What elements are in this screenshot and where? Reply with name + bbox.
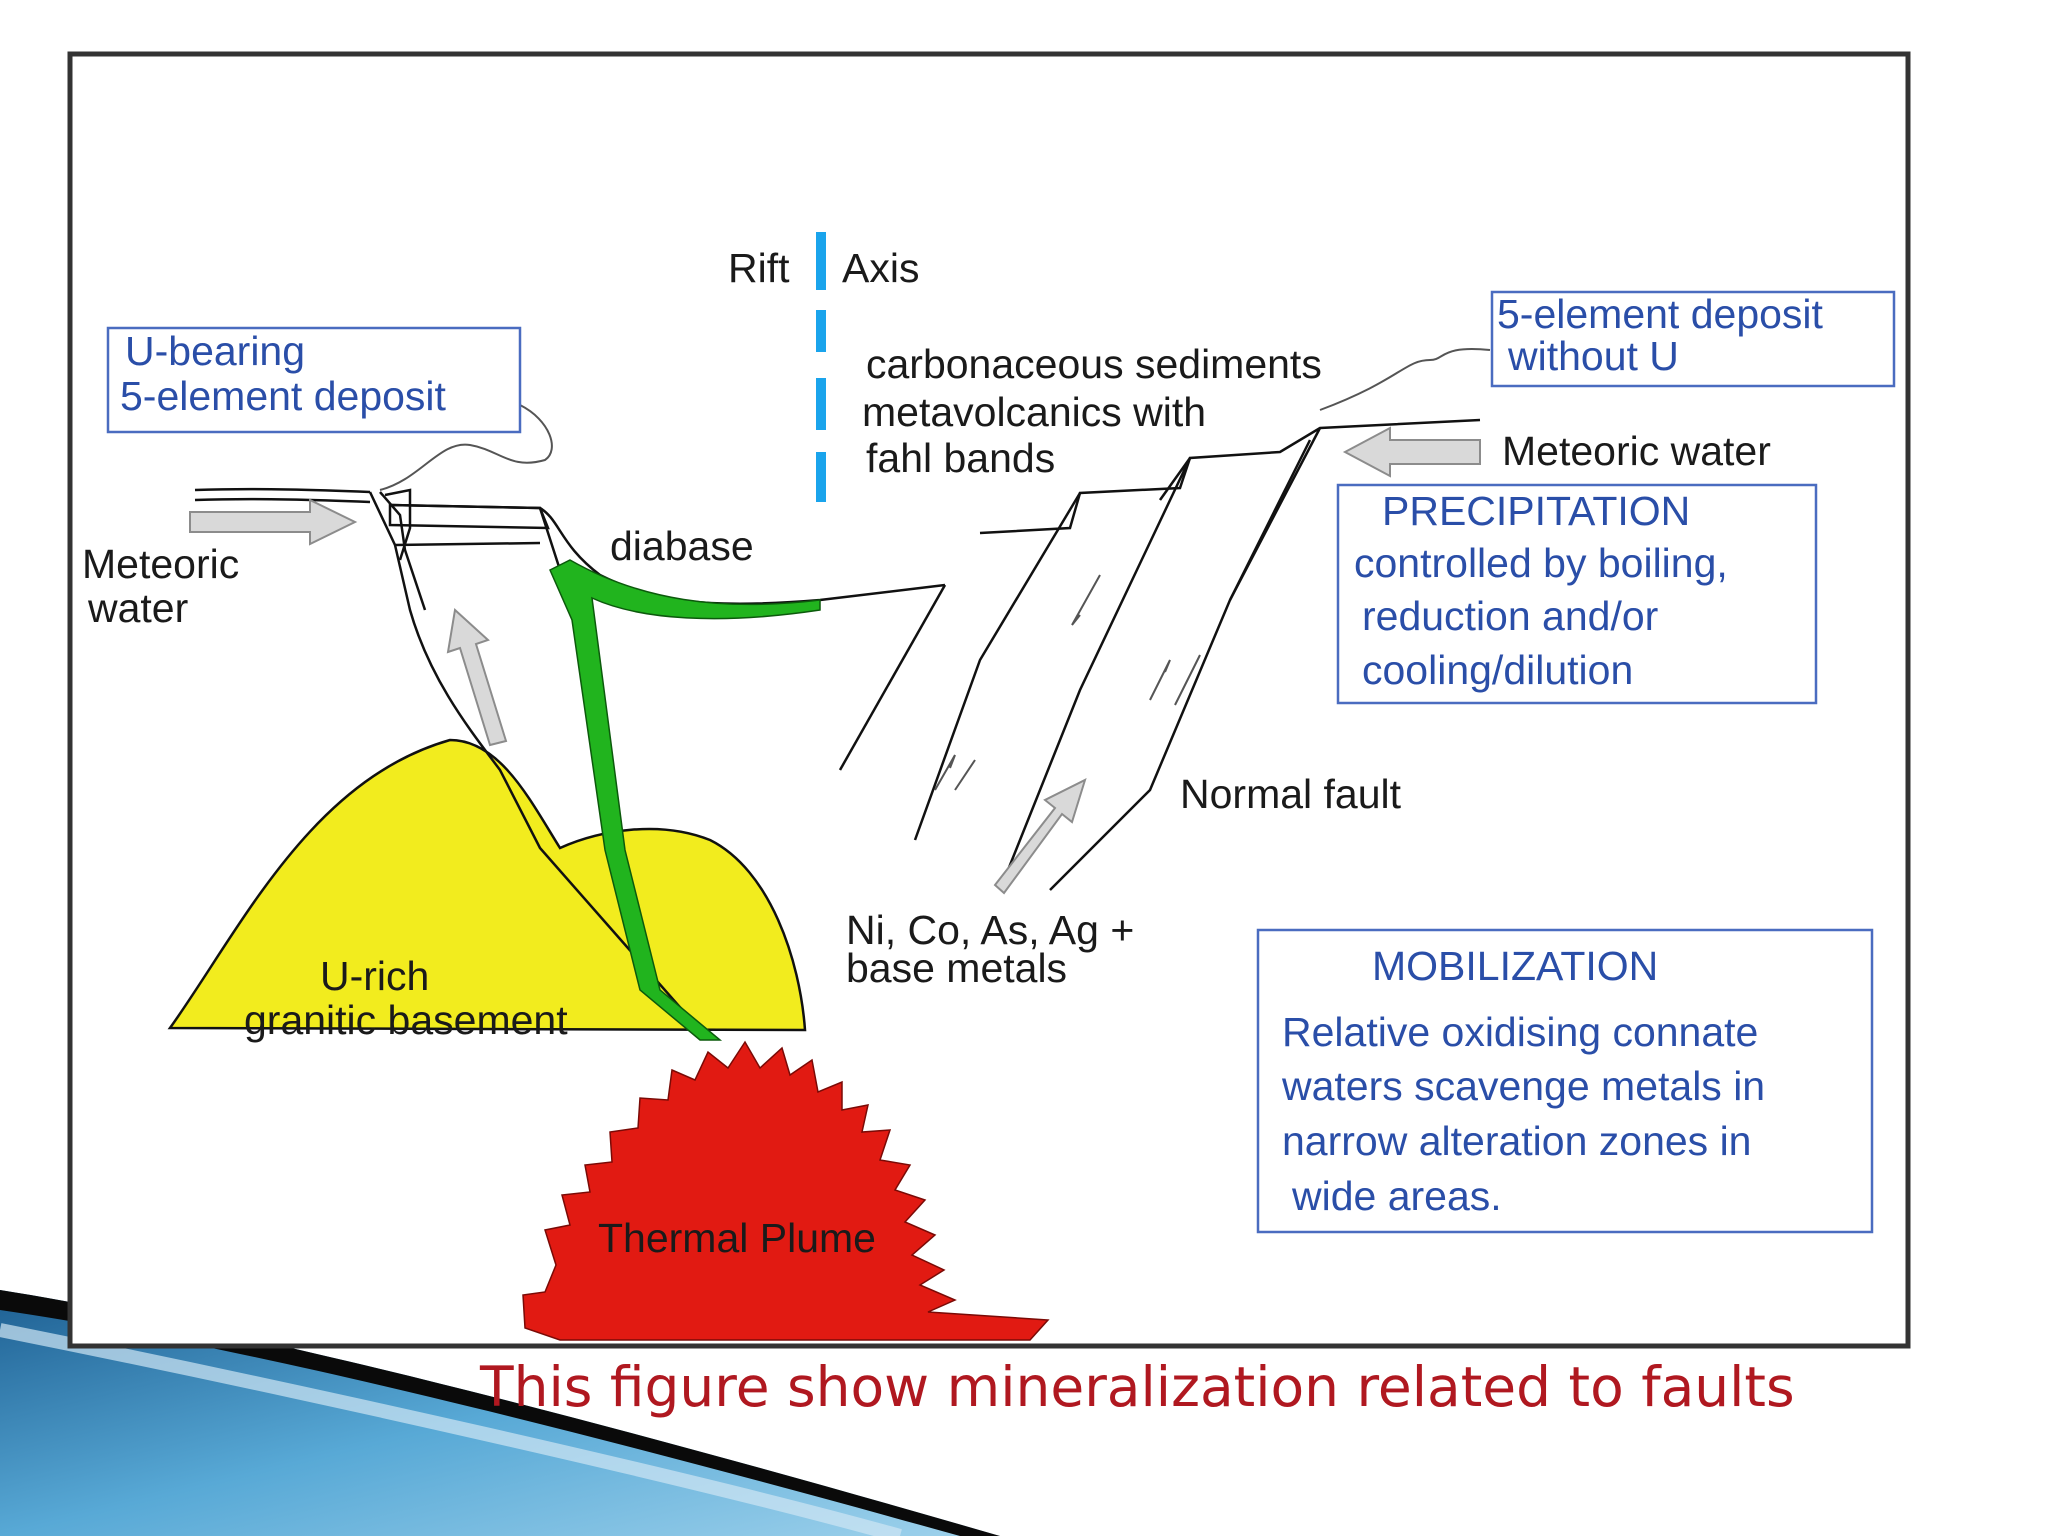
sediments-line-3: fahl bands: [866, 435, 1055, 481]
u-bearing-deposit-box: U-bearing 5-element deposit: [106, 326, 522, 434]
mobilization-line-4: wide areas.: [1291, 1173, 1502, 1219]
without-u-line-2: without U: [1507, 333, 1679, 379]
flow-arrow-icon: [189, 426, 1481, 895]
basement-line-1: U-rich: [320, 953, 429, 999]
meteoric-left-line-1: Meteoric: [82, 541, 239, 587]
u-bearing-line-2: 5-element deposit: [120, 373, 447, 419]
mobilization-line-2: waters scavenge metals in: [1281, 1063, 1765, 1109]
mobilization-box: MOBILIZATION Relative oxidising connate …: [1256, 928, 1874, 1234]
without-u-line-1: 5-element deposit: [1497, 291, 1824, 337]
normal-fault-label: Normal fault: [1180, 771, 1402, 817]
precipitation-line-1: controlled by boiling,: [1354, 540, 1728, 586]
axis-label: Axis: [842, 245, 919, 291]
figure-caption: This figure show mineralization related …: [480, 1355, 1795, 1419]
rift-label: Rift: [728, 245, 790, 291]
sediments-line-2: metavolcanics with: [862, 389, 1206, 435]
fault-motion-arrow-icon: [934, 574, 1201, 791]
diabase-dike: [549, 559, 821, 1041]
u-bearing-line-1: U-bearing: [125, 328, 305, 374]
basement-line-2: granitic basement: [244, 997, 568, 1043]
mobilization-title: MOBILIZATION: [1372, 943, 1658, 989]
metals-line-1: Ni, Co, As, Ag +: [846, 907, 1134, 953]
callout-leaders: [379, 348, 1491, 491]
meteoric-left-line-2: water: [87, 585, 188, 631]
mobilization-line-1: Relative oxidising connate: [1282, 1009, 1758, 1055]
precipitation-title: PRECIPITATION: [1382, 488, 1690, 534]
precipitation-line-3: cooling/dilution: [1362, 647, 1633, 693]
rift-axis-line: [816, 232, 826, 502]
thermal-plume-label: Thermal Plume: [598, 1215, 876, 1261]
without-u-deposit-box: 5-element deposit without U: [1490, 290, 1896, 388]
thermal-plume: [522, 1040, 1050, 1341]
sediments-line-1: carbonaceous sediments: [866, 341, 1322, 387]
metals-line-2: base metals: [846, 945, 1067, 991]
mobilization-line-3: narrow alteration zones in: [1282, 1118, 1751, 1164]
precipitation-box: PRECIPITATION controlled by boiling, red…: [1336, 483, 1818, 705]
diabase-label: diabase: [610, 523, 754, 569]
precipitation-line-2: reduction and/or: [1362, 593, 1658, 639]
normal-faults: [838, 427, 1322, 891]
meteoric-right-label: Meteoric water: [1502, 428, 1771, 474]
